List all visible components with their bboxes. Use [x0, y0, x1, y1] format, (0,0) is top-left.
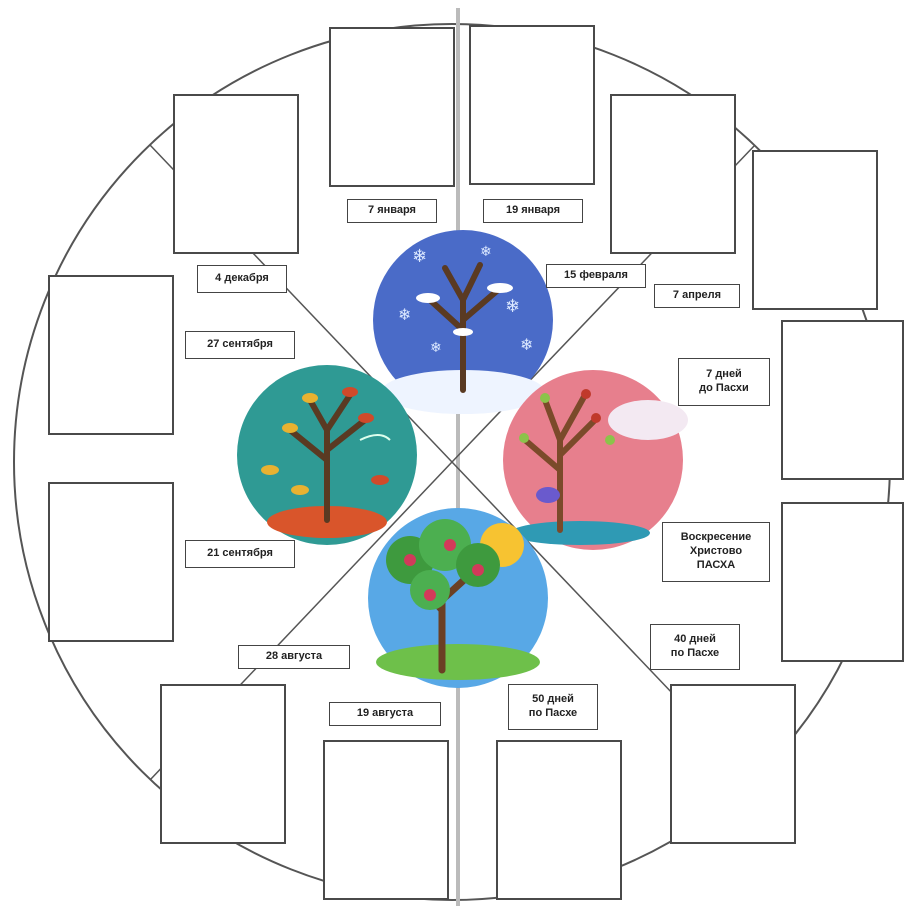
label-palm-sunday: 7 дней до Пасхи — [678, 358, 770, 406]
label-jan19: 19 января — [483, 199, 583, 223]
label-sep27: 27 сентября — [185, 331, 295, 359]
winter-circle: ❄ ❄ ❄ ❄ ❄ ❄ — [373, 230, 553, 414]
svg-text:❄: ❄ — [398, 305, 411, 324]
picture-frame-11 — [48, 482, 174, 642]
picture-frame-9 — [323, 740, 449, 900]
picture-frame-10 — [160, 684, 286, 844]
label-dec4: 4 декабря — [197, 265, 287, 293]
picture-frame-13 — [173, 94, 299, 254]
svg-text:❄: ❄ — [412, 246, 427, 267]
autumn-circle — [237, 365, 417, 545]
picture-frame-3 — [610, 94, 736, 254]
summer-circle — [368, 508, 548, 688]
label-jan7: 7 января — [347, 199, 437, 223]
label-apr7: 7 апреля — [654, 284, 740, 308]
picture-frame-5 — [781, 320, 904, 480]
label-aug28: 28 августа — [238, 645, 350, 669]
label-feb15: 15 февраля — [546, 264, 646, 288]
picture-frame-1 — [329, 27, 455, 187]
svg-text:❄: ❄ — [480, 244, 492, 260]
label-ascension: 40 дней по Пасхе — [650, 624, 740, 670]
picture-frame-4 — [752, 150, 878, 310]
svg-text:❄: ❄ — [430, 340, 442, 356]
spring-circle — [503, 370, 688, 550]
picture-frame-6 — [781, 502, 904, 662]
picture-frame-8 — [496, 740, 622, 900]
label-pentecost: 50 дней по Пасхе — [508, 684, 598, 730]
label-aug19: 19 августа — [329, 702, 441, 726]
picture-frame-2 — [469, 25, 595, 185]
picture-frame-12 — [48, 275, 174, 435]
label-sep21: 21 сентября — [185, 540, 295, 568]
svg-text:❄: ❄ — [505, 296, 520, 317]
svg-text:❄: ❄ — [520, 335, 533, 354]
label-easter: Воскресение Христово ПАСХА — [662, 522, 770, 582]
picture-frame-7 — [670, 684, 796, 844]
